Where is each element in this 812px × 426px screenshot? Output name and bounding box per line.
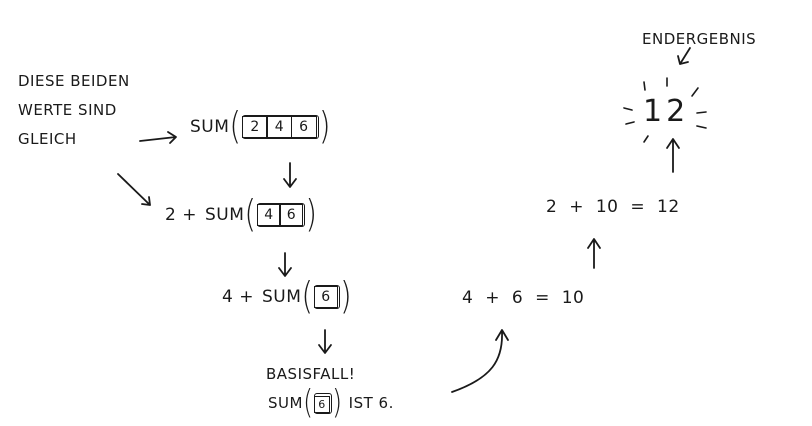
array-box-base: 6 [313, 392, 333, 414]
base-case-suffix: IST 6. [348, 394, 394, 412]
base-case-title: BASISFALL! [266, 365, 356, 383]
array-cell: 6 [314, 286, 338, 308]
row-prefix-3: 4 + [222, 287, 254, 307]
array-cell: 2 [242, 116, 269, 138]
note-line-1: DIESE BEIDEN [18, 72, 130, 90]
arrow-note-to-sum [139, 131, 177, 144]
arrow-up-2 [666, 138, 680, 173]
note-line-2: WERTE SIND [18, 101, 117, 119]
sum-fn-3: SUM [261, 287, 302, 307]
sum-row-3: 4 + SUM ( 6 ) [222, 274, 353, 319]
unwind-step-1: 4 + 6 = 10 [462, 288, 585, 308]
array-box-3: 6 [313, 285, 340, 309]
array-cell: 4 [257, 204, 281, 226]
arrow-down-2 [278, 252, 292, 277]
base-case-line: SUM ( 6 ) IST 6. [268, 384, 394, 422]
arrow-note-to-second-sum [117, 173, 151, 206]
arrow-up-1 [587, 238, 601, 269]
base-case-fn: SUM [268, 394, 303, 412]
arrow-down-1 [283, 162, 297, 188]
final-label: ENDERGEBNIS [642, 30, 757, 48]
array-cell: 4 [266, 116, 293, 138]
row-prefix-2: 2 + [165, 205, 197, 225]
array-cell: 6 [290, 116, 317, 138]
result-sparkles [623, 77, 707, 143]
array-cell: 6 [314, 395, 331, 413]
array-cell: 6 [279, 204, 304, 226]
sum-fn-2: SUM [204, 205, 245, 225]
note-line-3: GLEICH [18, 130, 77, 148]
arrow-down-3 [318, 329, 332, 354]
final-value: 12 [643, 94, 690, 129]
unwind-step-2: 2 + 10 = 12 [546, 197, 680, 217]
arrow-label-to-result [677, 47, 691, 65]
sum-fn-1: SUM [190, 117, 230, 137]
arrow-base-to-unwind [451, 329, 509, 393]
